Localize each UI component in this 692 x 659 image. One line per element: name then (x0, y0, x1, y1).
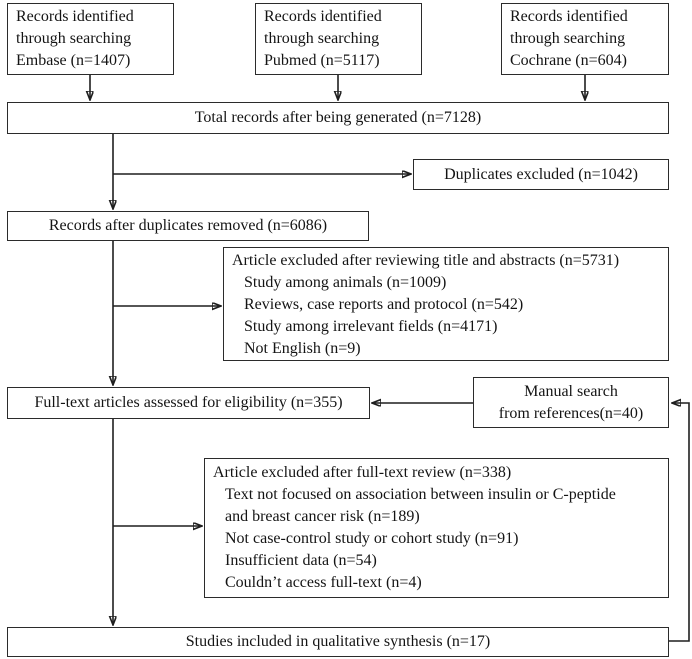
exclusion-item: and breast cancer risk (n=189) (225, 508, 420, 525)
box-duplicates-excluded: Duplicates excluded (n=1042) (413, 159, 669, 190)
box-line: through searching (16, 30, 132, 47)
box-records-pubmed: Records identified through searching Pub… (255, 3, 422, 75)
exclusion-title: Article excluded after reviewing title a… (232, 252, 620, 269)
box-line: Records identified (510, 8, 628, 25)
box-records-embase: Records identified through searching Emb… (7, 3, 174, 75)
box-line: Cochrane (n=604) (510, 52, 627, 69)
exclusion-item: Insufficient data (n=54) (225, 552, 377, 569)
box-excluded-fulltext: Article excluded after full-text review … (204, 458, 669, 598)
exclusion-item: Not case-control study or cohort study (… (225, 530, 519, 547)
connector-included-to-manual (668, 403, 690, 642)
exclusion-item: Couldn’t access full-text (n=4) (225, 574, 422, 591)
box-text: Studies included in qualitative synthesi… (185, 633, 491, 650)
box-text: Records after duplicates removed (n=6086… (48, 217, 328, 234)
exclusion-title: Article excluded after full-text review … (213, 464, 512, 481)
box-duplicates-removed: Records after duplicates removed (n=6086… (7, 211, 369, 241)
exclusion-item: Reviews, case reports and protocol (n=54… (244, 296, 524, 313)
exclusion-item: Text not focused on association between … (225, 486, 616, 503)
box-manual-search: Manual search from references(n=40) (473, 377, 669, 428)
box-line: through searching (510, 30, 626, 47)
box-total-records: Total records after being generated (n=7… (7, 102, 669, 134)
exclusion-item: Study among animals (n=1009) (244, 274, 447, 291)
box-excluded-title-abstract: Article excluded after reviewing title a… (223, 247, 669, 361)
box-text: Full-text articles assessed for eligibil… (34, 394, 343, 411)
box-included-synthesis: Studies included in qualitative synthesi… (7, 627, 669, 657)
box-line: from references(n=40) (498, 404, 644, 422)
box-text: Duplicates excluded (n=1042) (444, 165, 638, 183)
box-line: Records identified (264, 8, 382, 25)
box-line: Pubmed (n=5117) (264, 52, 380, 69)
box-line: Manual search (524, 382, 618, 400)
box-text: Total records after being generated (n=7… (194, 109, 482, 126)
box-line: Records identified (16, 8, 134, 25)
box-line: through searching (264, 30, 380, 47)
exclusion-item: Study among irrelevant fields (n=4171) (244, 318, 498, 335)
exclusion-item: Not English (n=9) (244, 340, 361, 357)
box-line: Embase (n=1407) (16, 52, 131, 69)
box-fulltext-assessed: Full-text articles assessed for eligibil… (7, 387, 370, 419)
box-records-cochrane: Records identified through searching Coc… (501, 3, 669, 75)
